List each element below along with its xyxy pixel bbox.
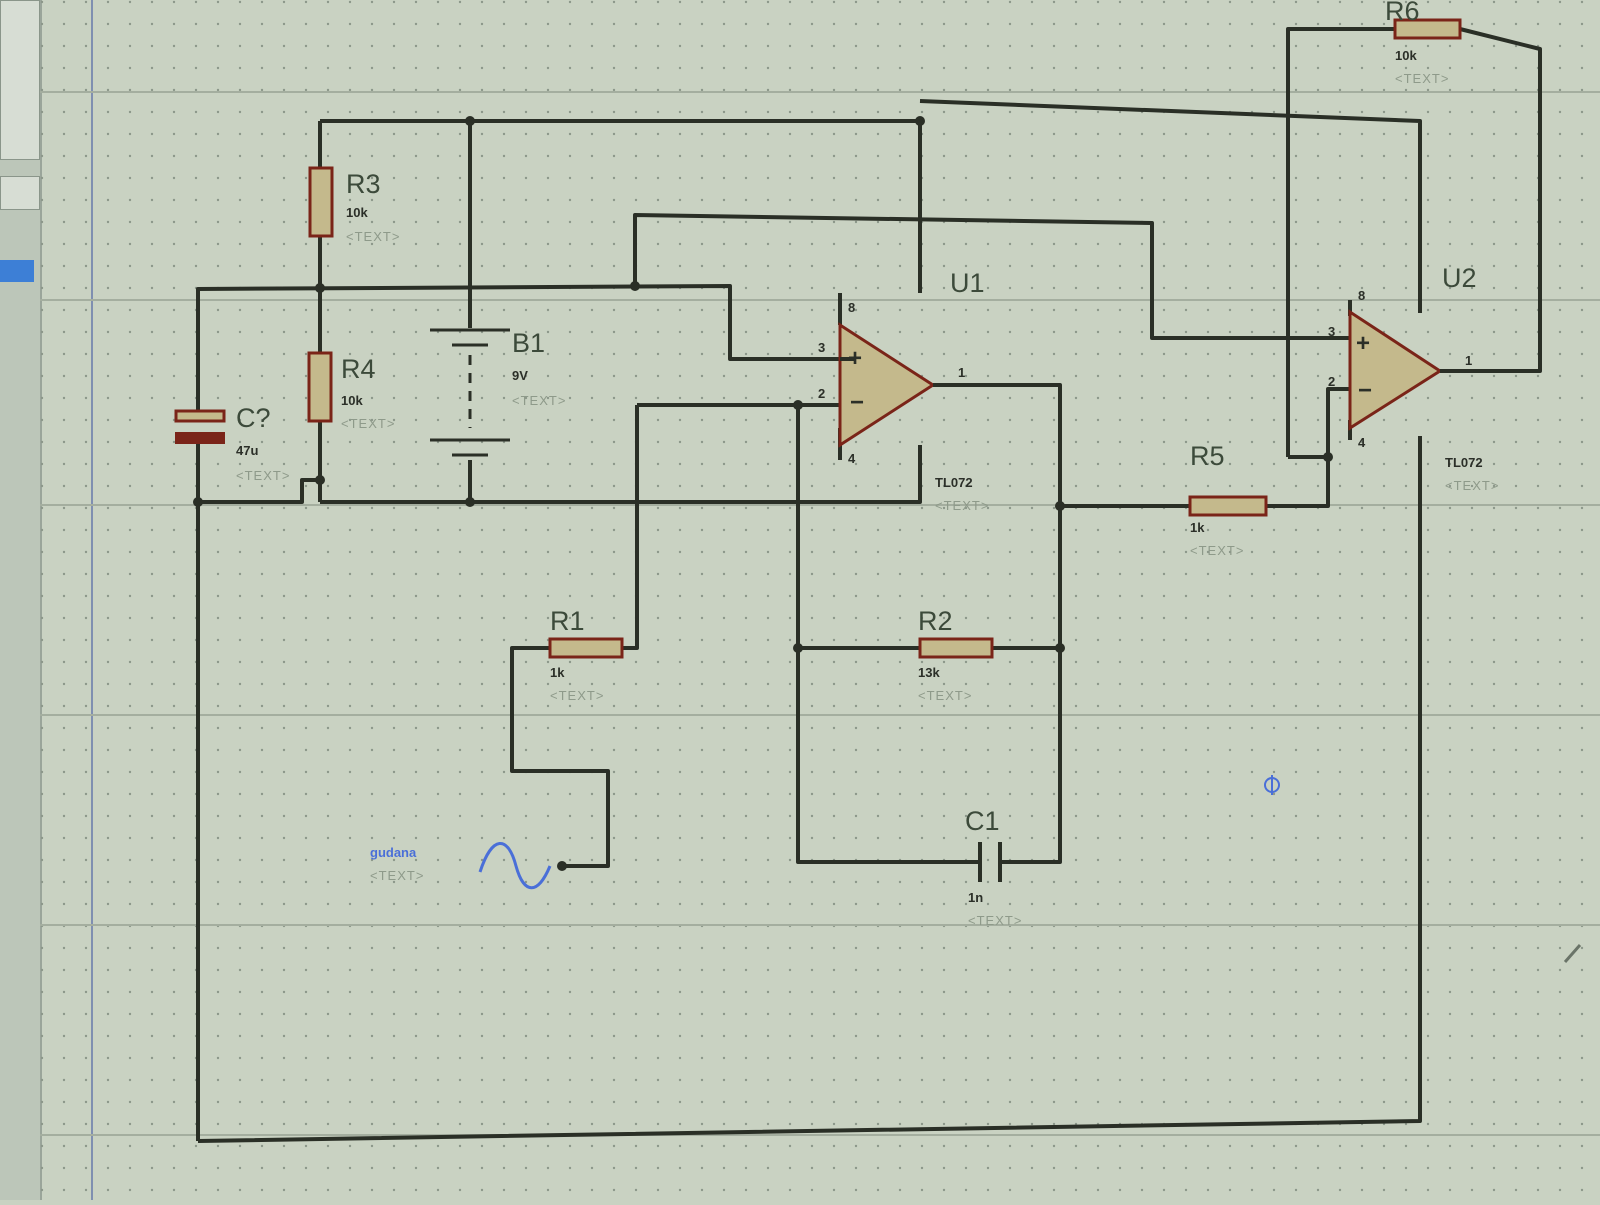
resistor-r3[interactable]: R3 10k <TEXT> <box>308 166 400 244</box>
sine-wave-icon <box>478 842 552 889</box>
resistor-r5[interactable]: R5 1k <TEXT> <box>1188 441 1268 558</box>
c-unknown-value: 47u <box>236 443 258 458</box>
toolbox-selected-item[interactable] <box>0 260 34 282</box>
c1-value: 1n <box>968 890 983 905</box>
toolbox-top-pane[interactable] <box>0 0 40 160</box>
u1-pin-8: 8 <box>848 300 855 315</box>
u1-pin-4: 4 <box>848 451 856 466</box>
u2-minus-symbol: − <box>1358 377 1372 404</box>
c1-ref: C1 <box>965 806 1000 836</box>
toolbox-header[interactable] <box>0 176 40 210</box>
capacitor-c1[interactable]: C1 1n <TEXT> <box>965 806 1022 928</box>
r1-value: 1k <box>550 665 565 680</box>
u2-pin-4: 4 <box>1358 435 1366 450</box>
capacitor-c-unknown[interactable]: C? 47u <TEXT> <box>174 403 290 483</box>
r6-value: 10k <box>1395 48 1417 63</box>
r3-text: <TEXT> <box>346 229 400 244</box>
r5-value: 1k <box>1190 520 1205 535</box>
c1-text: <TEXT> <box>968 913 1022 928</box>
junction-dots <box>193 116 1333 871</box>
r3-ref: R3 <box>346 169 381 199</box>
source-label: gudana <box>370 845 417 860</box>
u1-part: TL072 <box>935 475 973 490</box>
u1-ref: U1 <box>950 268 985 298</box>
r6-text: <TEXT> <box>1395 71 1449 86</box>
battery-b1[interactable]: B1 9V <TEXT> <box>430 328 566 457</box>
u1-pin-2: 2 <box>818 386 825 401</box>
u2-plus-symbol: + <box>1356 330 1370 357</box>
opamp-u1[interactable]: + − 8 3 2 4 1 U1 TL072 <TEXT> <box>818 268 989 513</box>
u1-text: <TEXT> <box>935 498 989 513</box>
resistor-r2[interactable]: R2 13k <TEXT> <box>918 606 994 703</box>
cursor-crosshair-icon <box>1264 775 1280 795</box>
u1-pin-1: 1 <box>958 365 965 380</box>
grid-dots <box>40 0 1600 1200</box>
u2-pin-2: 2 <box>1328 374 1335 389</box>
signal-source[interactable]: gudana <TEXT> <box>370 842 552 889</box>
resistor-r6[interactable]: R6 10k <TEXT> <box>1385 0 1462 86</box>
u2-pin-1: 1 <box>1465 353 1472 368</box>
r6-ref: R6 <box>1385 0 1420 26</box>
u2-part: TL072 <box>1445 455 1483 470</box>
r1-ref: R1 <box>550 606 585 636</box>
pencil-icon <box>1563 944 1582 963</box>
r4-text: <TEXT> <box>341 416 395 431</box>
r2-ref: R2 <box>918 606 953 636</box>
r2-value: 13k <box>918 665 940 680</box>
u1-plus-symbol: + <box>848 345 862 372</box>
resistor-r1[interactable]: R1 1k <TEXT> <box>548 606 624 703</box>
r3-value: 10k <box>346 205 368 220</box>
b1-value: 9V <box>512 368 528 383</box>
u2-pin-8: 8 <box>1358 288 1365 303</box>
u2-pin-3: 3 <box>1328 324 1335 339</box>
u2-ref: U2 <box>1442 263 1477 293</box>
toolbox-panel <box>0 0 42 1200</box>
b1-ref: B1 <box>512 328 545 358</box>
c-unknown-text: <TEXT> <box>236 468 290 483</box>
resistor-r4[interactable]: R4 10k <TEXT> <box>307 351 395 431</box>
r4-ref: R4 <box>341 354 376 384</box>
r5-text: <TEXT> <box>1190 543 1244 558</box>
schematic-canvas[interactable]: R6 10k <TEXT> R3 10k <TEXT> R4 10k <TEXT… <box>40 0 1600 1200</box>
u1-minus-symbol: − <box>850 389 864 416</box>
source-text: <TEXT> <box>370 868 424 883</box>
r5-ref: R5 <box>1190 441 1225 471</box>
sheet-border <box>40 0 1600 1200</box>
opamp-u2[interactable]: + − 8 3 2 4 1 U2 TL072 <TEXT> <box>1328 263 1499 493</box>
r1-text: <TEXT> <box>550 688 604 703</box>
c-unknown-ref: C? <box>236 403 271 433</box>
wires <box>196 27 1542 1143</box>
u1-pin-3: 3 <box>818 340 825 355</box>
r2-text: <TEXT> <box>918 688 972 703</box>
u2-text: <TEXT> <box>1445 478 1499 493</box>
b1-text: <TEXT> <box>512 393 566 408</box>
r4-value: 10k <box>341 393 363 408</box>
